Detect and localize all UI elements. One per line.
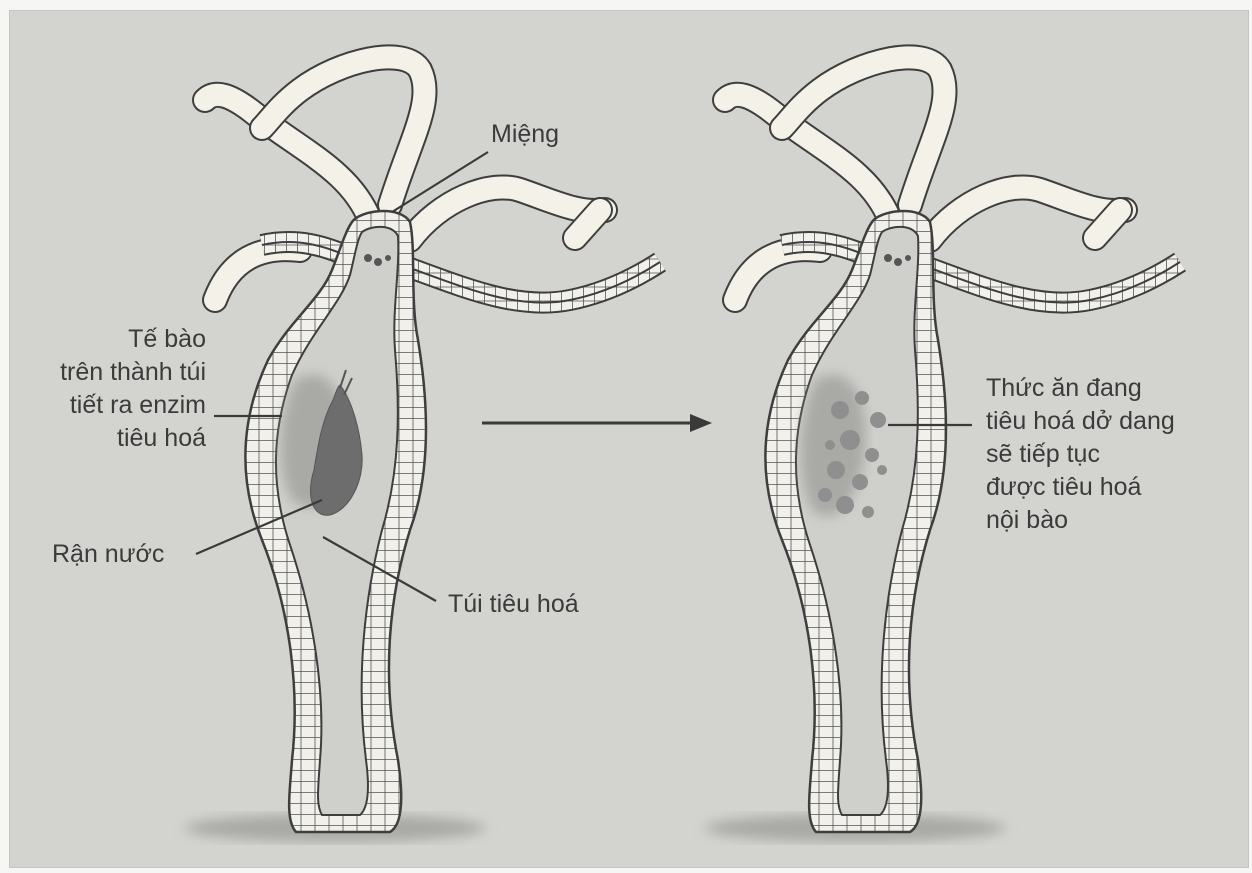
label-line: được tiêu hoá <box>986 471 1175 504</box>
mouth-dot <box>385 255 391 261</box>
label-digestive-sac: Túi tiêu hoá <box>448 588 579 621</box>
mouth-dot <box>374 258 382 266</box>
label-mouth: Miệng <box>491 118 559 151</box>
label-line: nội bào <box>986 504 1175 537</box>
label-wall-cells: Tế bào trên thành túi tiết ra enzim tiêu… <box>40 323 206 455</box>
hydra-left <box>185 57 660 842</box>
label-line: trên thành túi <box>40 356 206 389</box>
label-line: Tế bào <box>40 323 206 356</box>
label-line: Thức ăn đang <box>986 372 1175 405</box>
label-partial-food: Thức ăn đang tiêu hoá dở dang sẽ tiếp tụ… <box>986 372 1175 537</box>
mouth-dot <box>905 255 911 261</box>
mouth-dot <box>364 254 372 262</box>
mouth-dot <box>894 258 902 266</box>
label-line: tiêu hoá dở dang <box>986 405 1175 438</box>
label-line: tiêu hoá <box>40 422 206 455</box>
process-arrow <box>482 414 712 432</box>
label-line: sẽ tiếp tục <box>986 438 1175 471</box>
label-line: tiết ra enzim <box>40 389 206 422</box>
mouth-dot <box>884 254 892 262</box>
label-water-flea: Rận nước <box>52 538 164 571</box>
